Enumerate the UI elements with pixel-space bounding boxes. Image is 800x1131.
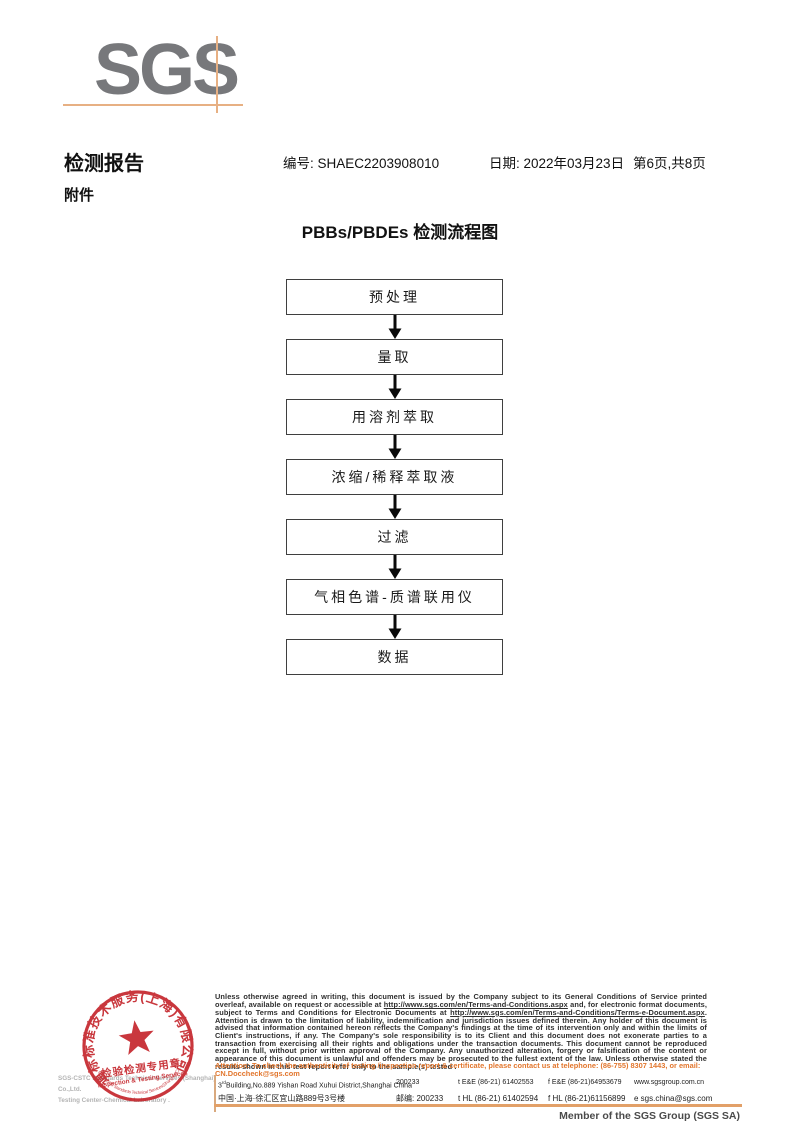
footer-accent-line (214, 1104, 742, 1107)
attachment-label: 附件 (64, 187, 95, 204)
address-street: Building,No.889 Yishan Road Xuhui Distri… (225, 1082, 412, 1090)
page-indicator: 第6页,共8页 (633, 156, 706, 171)
arrow-down-icon (286, 375, 503, 399)
stamp-star-icon (118, 1020, 154, 1056)
company-name-line1: SGS-CSTC Standards Technical Services (S… (58, 1075, 216, 1093)
flow-step-measure: 量取 (286, 339, 503, 375)
legal-part1: Unless otherwise agreed in writing, this… (215, 992, 707, 1010)
terms-e-document-url-link[interactable]: http://www.sgs.com/en/Terms-and-Conditio… (450, 1007, 705, 1017)
arrow-down-icon (286, 495, 503, 519)
address-block: 3rdBuilding,No.889 Yishan Road Xuhui Dis… (218, 1077, 742, 1105)
flow-step-data: 数据 (286, 639, 503, 675)
sgs-logo: SGS (94, 30, 240, 110)
fax-en: f E&E (86-21)64953679 (548, 1079, 622, 1086)
postal-code-cn: 邮编: 200233 (396, 1093, 444, 1103)
arrow-down-icon (286, 555, 503, 579)
legal-part3: . Attention is drawn to the limitation o… (215, 1007, 707, 1071)
footer-divider-line (214, 1075, 216, 1112)
attention-notice: Attention: To check the authenticity of … (215, 1061, 701, 1078)
address-number: 3 (218, 1082, 222, 1090)
company-name-gray: SGS-CSTC Standards Technical Services (S… (58, 1073, 233, 1106)
report-title: 检测报告 (64, 153, 144, 175)
report-number: 编号: SHAEC2203908010 (283, 156, 440, 171)
arrow-down-icon (286, 615, 503, 639)
inspection-stamp: 通标标准技术服务(上海)有限公司 SGS-CSTC Standards Tech… (73, 984, 200, 1102)
sgs-member-text: Member of the SGS Group (SGS SA) (559, 1110, 740, 1122)
address-english: 3rdBuilding,No.889 Yishan Road Xuhui Dis… (218, 1077, 412, 1093)
legal-disclaimer: Unless otherwise agreed in writing, this… (215, 993, 707, 1070)
terms-url-link[interactable]: http://www.sgs.com/en/Terms-and-Conditio… (383, 1000, 568, 1010)
fax-cn: f HL (86-21)61156899 (548, 1093, 626, 1103)
flow-step-solvent-extraction: 用溶剂萃取 (286, 399, 503, 435)
flow-step-pretreatment: 预处理 (286, 279, 503, 315)
company-name-line2: Testing Center-Chemical Laboratory . (58, 1097, 170, 1104)
logo-vertical-line (216, 36, 218, 113)
flowchart: 预处理 量取 用溶剂萃取 浓缩/稀释萃取液 过滤 气相色谱-质谱联用仪 数据 (286, 279, 503, 675)
logo-horizontal-line (63, 104, 243, 106)
address-row-en: 3rdBuilding,No.889 Yishan Road Xuhui Dis… (218, 1077, 742, 1093)
flowchart-title: PBBs/PBDEs 检测流程图 (301, 223, 499, 242)
report-date: 日期: 2022年03月23日 (489, 156, 625, 171)
legal-part2: and, for electronic format documents, su… (215, 1000, 707, 1017)
telephone-en: t E&E (86-21) 61402553 (458, 1079, 534, 1086)
arrow-down-icon (286, 315, 503, 339)
flow-step-concentrate-dilute: 浓缩/稀释萃取液 (286, 459, 503, 495)
website-link[interactable]: www.sgsgroup.com.cn (634, 1079, 705, 1086)
telephone-cn: t HL (86-21) 61402594 (458, 1093, 539, 1103)
arrow-down-icon (286, 435, 503, 459)
address-row-cn: 中国·上海·徐汇区宜山路889号3号楼 邮编: 200233 t HL (86-… (218, 1093, 742, 1106)
address-ordinal: rd (221, 1080, 226, 1085)
email-link[interactable]: e sgs.china@sgs.com (634, 1093, 713, 1103)
flow-step-gcms: 气相色谱-质谱联用仪 (286, 579, 503, 615)
address-chinese: 中国·上海·徐汇区宜山路889号3号楼 (218, 1093, 346, 1103)
postal-code-en: 200233 (396, 1079, 420, 1086)
flow-step-filter: 过滤 (286, 519, 503, 555)
stamp-circle (82, 990, 194, 1102)
